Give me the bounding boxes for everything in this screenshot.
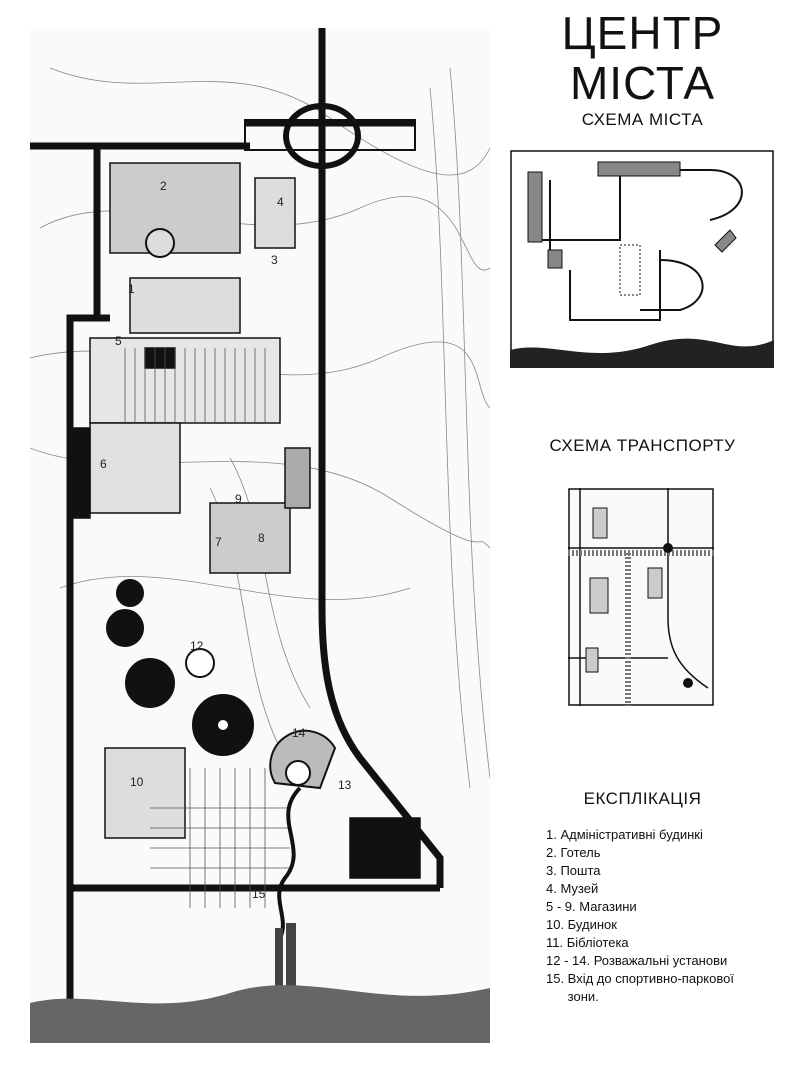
legend-heading: ЕКСПЛІКАЦІЯ <box>583 789 702 808</box>
plan-label-1: 1 <box>128 282 135 296</box>
plan-label-4: 4 <box>277 195 284 209</box>
plan-label-7: 7 <box>215 535 222 549</box>
plaza-grid <box>124 348 290 908</box>
plan-label-6: 6 <box>100 457 107 471</box>
roundabout <box>244 103 416 169</box>
plan-label-15: 15 <box>252 887 266 901</box>
legend-item: 11. Бібліотека <box>546 935 629 950</box>
plan-label-2: 2 <box>160 179 167 193</box>
plan-label-3: 3 <box>271 253 278 267</box>
legend-list: 1. Адміністративні будинкі 2. Готель 3. … <box>546 826 786 1006</box>
plan-label-5: 5 <box>115 334 122 348</box>
plan-label-10: 10 <box>130 775 144 789</box>
legend-item: 10. Будинок <box>546 917 617 932</box>
legend-item: 12 - 14. Розважальні установи <box>546 953 728 968</box>
plan-label-13: 13 <box>338 778 352 792</box>
plan-label-12: 12 <box>190 639 204 653</box>
plan-label-8: 8 <box>258 531 265 545</box>
plan-label-14: 14 <box>292 726 306 740</box>
transport-scheme-drawing <box>568 488 714 706</box>
title-line-1: ЦЕНТР <box>561 7 724 59</box>
legend-item: 2. Готель <box>546 845 601 860</box>
title-line-2: МІСТА <box>569 57 716 109</box>
plan-label-9: 9 <box>235 492 242 506</box>
legend-item: 1. Адміністративні будинкі <box>546 827 703 842</box>
city-scheme-drawing <box>510 150 774 368</box>
drawing-title: ЦЕНТР МІСТА <box>500 8 785 108</box>
legend-item: 15. Вхід до спортивно-паркової зони. <box>546 971 734 1004</box>
city-scheme-heading: СХЕМА МІСТА <box>581 110 704 129</box>
plan-number-labels: 1 2 3 4 5 6 7 8 9 10 12 13 14 15 <box>100 179 352 901</box>
skyline-silhouette <box>30 923 490 1043</box>
master-plan-drawing: 1 2 3 4 5 6 7 8 9 10 12 13 14 15 <box>30 28 490 1043</box>
legend-item: 5 - 9. Магазини <box>546 899 637 914</box>
river-line <box>277 786 302 939</box>
transport-scheme-heading: СХЕМА ТРАНСПОРТУ <box>549 436 736 455</box>
legend-item: 3. Пошта <box>546 863 601 878</box>
legend-item: 4. Музей <box>546 881 599 896</box>
road-network <box>30 28 444 1043</box>
round-structures <box>106 228 337 790</box>
